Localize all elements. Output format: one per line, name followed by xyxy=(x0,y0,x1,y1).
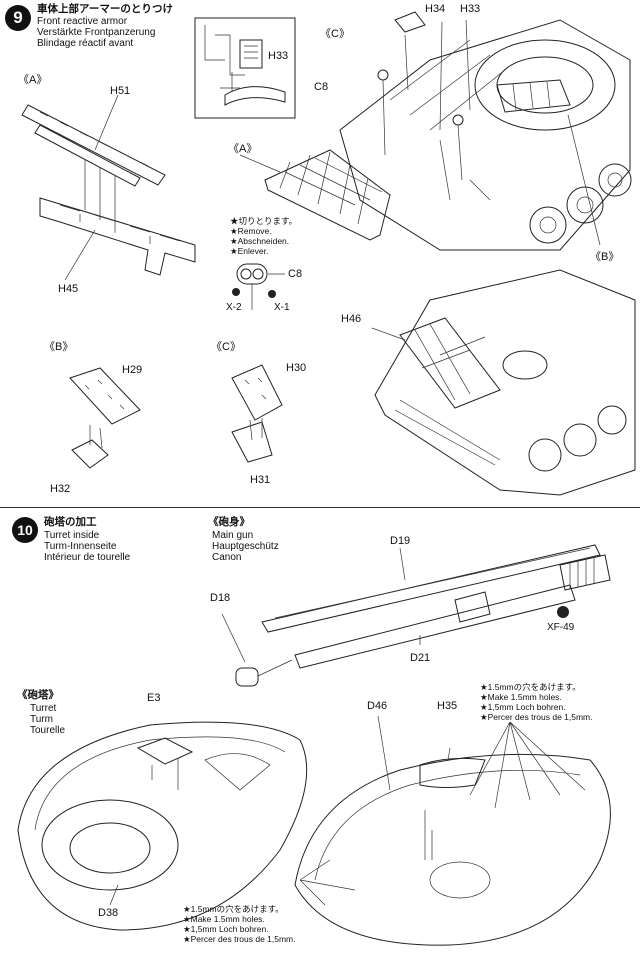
part-h34-shape xyxy=(394,11,426,33)
step-9-title-fr: Blindage réactif avant xyxy=(37,38,134,49)
gun-half-d19 xyxy=(261,544,611,633)
label-b-hull: 《B》 xyxy=(590,251,620,263)
step-10-title-de: Turm-Innenseite xyxy=(44,541,117,552)
label-e3: E3 xyxy=(147,692,161,704)
label-h45: H45 xyxy=(58,283,79,295)
frame-h45 xyxy=(39,197,196,276)
holes-note-bottom-fr: ★Percer des trous de 1,5mm. xyxy=(183,934,296,944)
gun-title-jp: 《砲身》 xyxy=(208,516,250,528)
label-d21: D21 xyxy=(410,652,431,664)
turret-title-jp: 《砲塔》 xyxy=(17,689,59,701)
sprue-h51 xyxy=(21,104,166,187)
holes-note-top-fr: ★Percer des trous de 1,5mm. xyxy=(480,712,593,722)
part-h29-h32 xyxy=(69,367,141,469)
step-9-number: 9 xyxy=(5,5,31,31)
gun-title-de: Hauptgeschütz xyxy=(212,541,279,552)
holes-note-bottom-de: ★1,5mm Loch bohren. xyxy=(183,924,269,934)
label-a-panel: 《A》 xyxy=(228,143,258,155)
remove-note-jp: ★切りとります。 xyxy=(230,216,298,226)
turret-d46 xyxy=(294,753,611,946)
label-h35: H35 xyxy=(437,700,458,712)
remove-note-en: ★Remove. xyxy=(230,226,272,236)
gun-title-en: Main gun xyxy=(212,530,254,541)
turret-d38 xyxy=(17,721,308,931)
reactive-armor-block-a xyxy=(264,149,391,241)
gun-half-d21 xyxy=(294,584,576,669)
hull-upper xyxy=(339,19,632,251)
label-h46: H46 xyxy=(341,313,362,325)
label-x-1: X-1 xyxy=(274,302,290,313)
label-c-top: 《C》 xyxy=(320,28,350,40)
label-d46: D46 xyxy=(367,700,388,712)
part-h30-h31 xyxy=(231,364,283,463)
part-d18 xyxy=(235,667,259,687)
part-e3 xyxy=(136,737,194,765)
label-b-section: 《B》 xyxy=(44,341,74,353)
remove-note-fr: ★Enlever. xyxy=(230,246,269,256)
section-divider xyxy=(0,507,640,508)
label-h34: H34 xyxy=(425,3,446,15)
inset-detail-box xyxy=(194,17,296,119)
label-xf-49: XF-49 xyxy=(547,622,575,633)
label-c8-hull: C8 xyxy=(314,81,329,93)
label-h51: H51 xyxy=(110,85,131,97)
label-d19: D19 xyxy=(390,535,411,547)
hull-lower-h46 xyxy=(374,269,636,496)
step-9-title-jp: 車体上部アーマーのとりつけ xyxy=(37,3,173,15)
step-10-number: 10 xyxy=(12,517,38,543)
turret-title-de: Turm xyxy=(30,714,53,725)
part-c8-sprue xyxy=(232,263,285,310)
gun-title-fr: Canon xyxy=(212,552,242,563)
label-c8-sprue: C8 xyxy=(288,268,303,280)
step-10-title-en: Turret inside xyxy=(44,530,100,541)
turret-title-fr: Tourelle xyxy=(30,725,66,736)
label-h32: H32 xyxy=(50,483,71,495)
label-c-section: 《C》 xyxy=(211,341,241,353)
label-h30: H30 xyxy=(286,362,307,374)
holes-note-top-jp: ★1.5mmの穴をあけます。 xyxy=(480,682,581,692)
step-9-title-en: Front reactive armor xyxy=(37,16,128,27)
step-9-title-de: Verstärkte Frontpanzerung xyxy=(37,27,156,38)
label-h33: H33 xyxy=(460,3,481,15)
holes-note-bottom-en: ★Make 1.5mm holes. xyxy=(183,914,265,924)
label-h31: H31 xyxy=(250,474,271,486)
label-h33-inset: H33 xyxy=(268,50,289,62)
holes-note-bottom-jp: ★1.5mmの穴をあけます。 xyxy=(183,904,284,914)
turret-title-en: Turret xyxy=(30,703,57,714)
label-d38: D38 xyxy=(98,907,119,919)
remove-note-de: ★Abschneiden. xyxy=(230,236,290,246)
step-10-title-fr: Intérieur de tourelle xyxy=(44,552,131,563)
label-d18: D18 xyxy=(210,592,231,604)
label-h29: H29 xyxy=(122,364,143,376)
holes-note-top-de: ★1,5mm Loch bohren. xyxy=(480,702,566,712)
step-10-title-jp: 砲塔の加工 xyxy=(44,516,97,528)
label-a-left: 《A》 xyxy=(18,74,48,86)
holes-note-top-en: ★Make 1.5mm holes. xyxy=(480,692,562,702)
label-x-2: X-2 xyxy=(226,302,242,313)
